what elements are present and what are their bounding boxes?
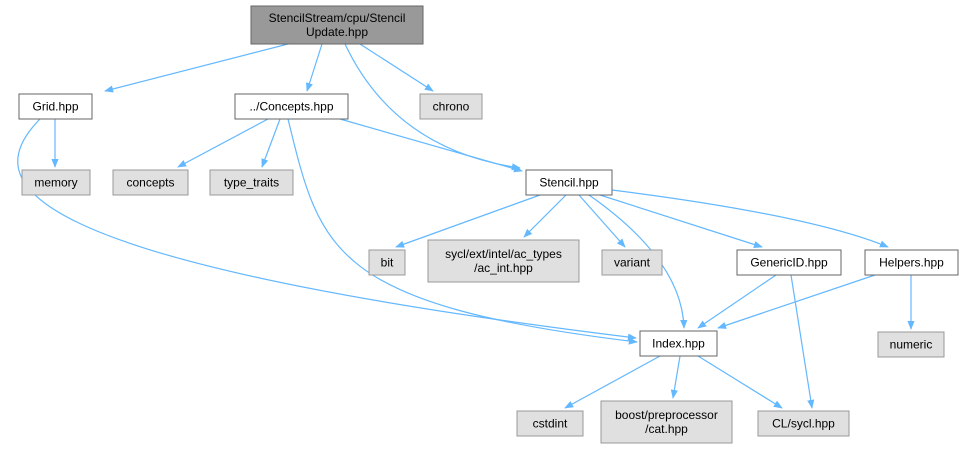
node-label: /cat.hpp xyxy=(645,422,688,436)
node-label: /ac_int.hpp xyxy=(474,261,533,275)
edge-stencil-to-helpers xyxy=(611,189,889,248)
node-box xyxy=(757,410,850,437)
node-box xyxy=(877,331,945,358)
node-label: Helpers.hpp xyxy=(879,256,944,270)
edge-genericid-to-cl_sycl xyxy=(790,274,815,409)
node-label: GenericID.hpp xyxy=(750,256,828,270)
node-box xyxy=(112,169,189,196)
node-box xyxy=(18,93,93,120)
edge-concepts_h-to-type_traits xyxy=(261,118,281,168)
node-label: cstdint xyxy=(533,417,568,431)
node-label: ../Concepts.hpp xyxy=(249,100,333,114)
node-box xyxy=(427,239,580,283)
node-label: CL/sycl.hpp xyxy=(772,417,835,431)
node-box xyxy=(21,169,91,196)
node-helpers[interactable]: Helpers.hpp xyxy=(864,249,959,276)
node-ac-int: sycl/ext/intel/ac_types/ac_int.hpp xyxy=(427,239,580,283)
node-stencil[interactable]: Stencil.hpp xyxy=(525,169,613,196)
edge-index-to-cl_sycl xyxy=(697,355,783,409)
node-label: Index.hpp xyxy=(652,337,705,351)
node-label: concepts xyxy=(126,176,174,190)
node-index[interactable]: Index.hpp xyxy=(639,330,718,357)
edge-helpers-to-index xyxy=(717,274,876,329)
edge-stencil-to-genericid xyxy=(599,194,763,248)
node-box xyxy=(368,249,406,276)
node-label: type_traits xyxy=(224,176,279,190)
node-box xyxy=(864,249,959,276)
node-label: numeric xyxy=(890,338,933,352)
node-label: Stencil.hpp xyxy=(539,176,599,190)
node-cl-sycl: CL/sycl.hpp xyxy=(757,410,850,437)
node-concepts: concepts xyxy=(112,169,189,196)
node-label: StencilStream/cpu/Stencil xyxy=(269,11,406,25)
edge-root-to-grid xyxy=(104,43,289,93)
node-memory: memory xyxy=(21,169,91,196)
node-variant: variant xyxy=(601,249,663,276)
node-box xyxy=(639,330,718,357)
node-label: chrono xyxy=(433,100,470,114)
edge-root-to-concepts_h xyxy=(306,43,323,92)
node-label: boost/preprocessor xyxy=(615,408,718,422)
edge-concepts_h-to-index xyxy=(287,118,638,345)
node-box xyxy=(601,249,663,276)
edge-grid-to-index xyxy=(17,118,637,341)
node-concepts-h[interactable]: ../Concepts.hpp xyxy=(234,93,349,120)
nodes-layer: StencilStream/cpu/StencilUpdate.hppGrid.… xyxy=(18,5,959,444)
node-label: Update.hpp xyxy=(306,25,368,39)
node-box xyxy=(600,400,733,444)
node-chrono: chrono xyxy=(419,93,483,120)
node-label: bit xyxy=(381,256,394,270)
edge-concepts_h-to-concepts xyxy=(177,118,269,168)
node-bit: bit xyxy=(368,249,406,276)
edge-stencil-to-bit xyxy=(395,194,541,248)
node-numeric: numeric xyxy=(877,331,945,358)
node-box xyxy=(419,93,483,120)
node-box xyxy=(516,410,584,437)
node-label: sycl/ext/intel/ac_types xyxy=(445,247,562,261)
node-genericid[interactable]: GenericID.hpp xyxy=(736,249,842,276)
edge-stencil-to-variant xyxy=(578,194,626,248)
node-grid[interactable]: Grid.hpp xyxy=(18,93,93,120)
node-cstdint: cstdint xyxy=(516,410,584,437)
edge-concepts_h-to-stencil xyxy=(339,118,523,173)
edge-stencil-to-ac_int xyxy=(523,194,567,238)
node-type-traits: type_traits xyxy=(209,169,294,196)
node-label: memory xyxy=(34,176,77,190)
node-label: variant xyxy=(614,256,651,270)
node-box xyxy=(209,169,294,196)
node-box xyxy=(736,249,842,276)
node-box xyxy=(234,93,349,120)
edge-genericid-to-index xyxy=(697,274,777,329)
node-boost-cat: boost/preprocessor/cat.hpp xyxy=(600,400,733,444)
node-box xyxy=(525,169,613,196)
edge-index-to-cstdint xyxy=(564,355,661,409)
edge-root-to-chrono xyxy=(359,43,434,92)
node-box xyxy=(250,5,424,45)
edge-index-to-boost_cat xyxy=(670,355,681,399)
node-label: Grid.hpp xyxy=(32,100,78,114)
